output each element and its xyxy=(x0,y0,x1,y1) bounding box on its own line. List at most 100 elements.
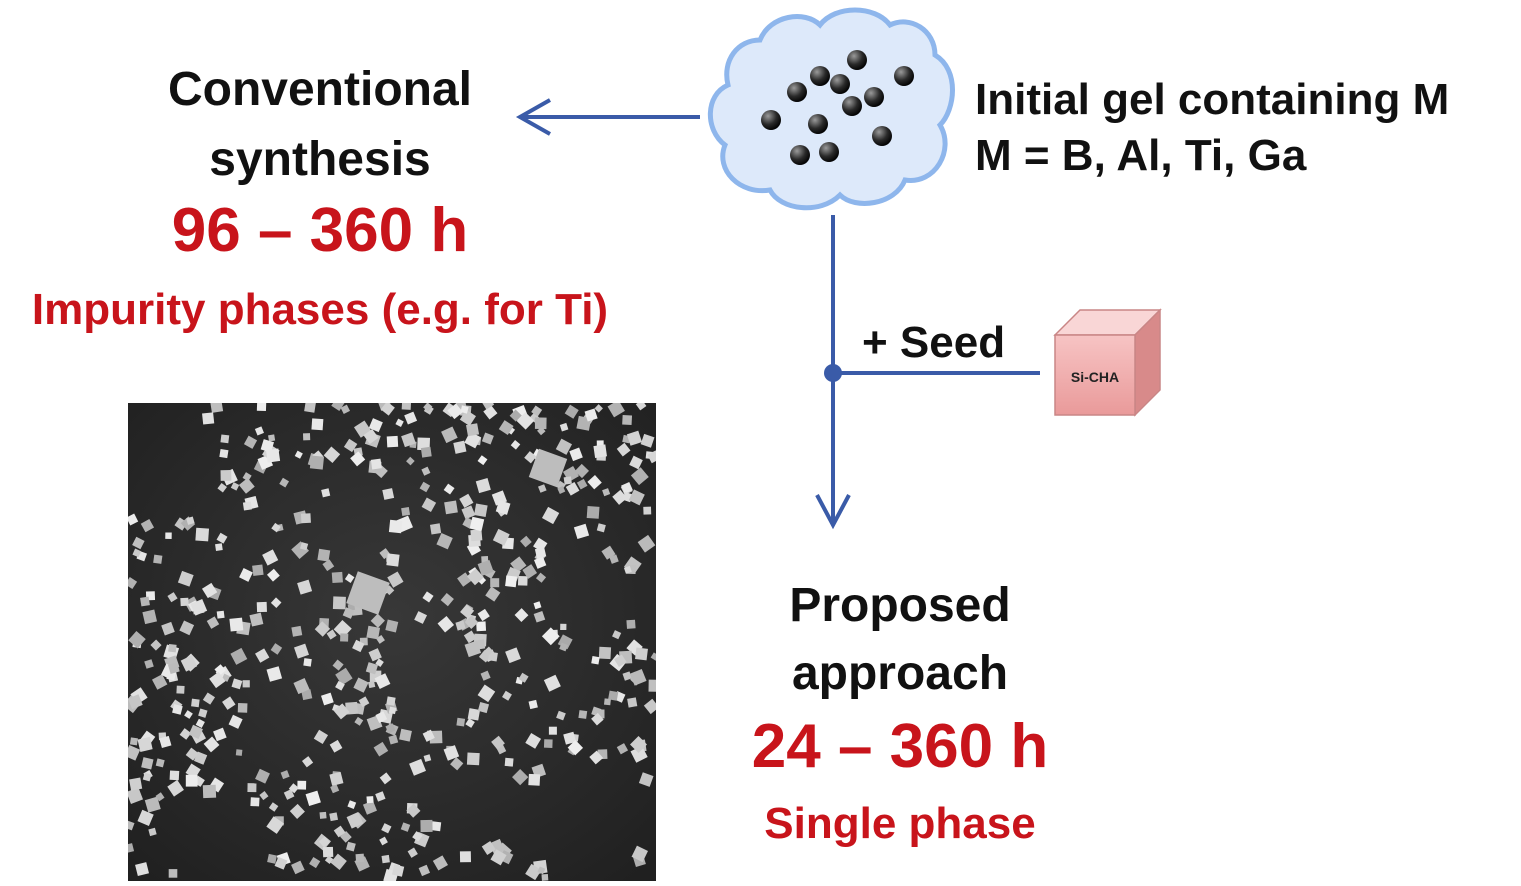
sem-crystal xyxy=(322,846,334,858)
sem-crystal xyxy=(213,727,227,742)
sem-crystal xyxy=(159,735,172,749)
sem-crystal xyxy=(366,796,374,804)
sem-crystal xyxy=(414,611,428,624)
sem-crystal xyxy=(537,866,546,875)
sem-crystal xyxy=(329,771,344,786)
sem-crystal xyxy=(420,819,433,833)
conventional-title-line-1: Conventional xyxy=(167,63,472,116)
sem-crystal xyxy=(404,411,418,425)
sem-crystal xyxy=(466,752,480,766)
cube-label: Si-CHA xyxy=(1071,369,1119,385)
sem-crystal xyxy=(168,869,178,878)
sem-crystal xyxy=(129,737,138,746)
sem-crystal xyxy=(481,403,495,410)
sem-crystal xyxy=(492,528,510,546)
sem-crystal xyxy=(370,613,385,628)
sem-crystal xyxy=(165,532,172,539)
sem-crystal xyxy=(209,671,226,689)
sem-crystal xyxy=(456,717,466,727)
sem-crystal xyxy=(631,845,648,863)
gel-line-1: Initial gel containing M xyxy=(975,75,1450,124)
sem-crystal xyxy=(155,758,165,768)
sem-crystal xyxy=(537,426,546,436)
sem-crystal xyxy=(140,596,150,607)
sem-crystal xyxy=(323,446,341,464)
sem-crystal xyxy=(167,662,180,675)
sem-crystal xyxy=(379,772,392,785)
sem-crystal xyxy=(374,673,391,689)
sem-crystal xyxy=(326,629,337,640)
sem-crystal xyxy=(220,470,232,481)
sem-crystal xyxy=(417,437,431,451)
sem-crystal xyxy=(195,718,205,728)
sem-crystal xyxy=(128,577,138,590)
sem-crystal xyxy=(443,745,460,761)
sem-crystal xyxy=(314,621,331,637)
sem-crystal xyxy=(370,458,382,470)
sem-crystal xyxy=(477,559,494,576)
sem-crystal xyxy=(311,418,324,431)
gel-line-2: M = B, Al, Ti, Ga xyxy=(975,131,1307,180)
proposed-note: Single phase xyxy=(764,799,1036,848)
sem-crystal xyxy=(250,797,260,807)
sem-crystal xyxy=(256,403,267,412)
sem-crystal xyxy=(242,501,252,511)
sem-crystal xyxy=(528,773,541,786)
proposed-time: 24 – 360 h xyxy=(751,712,1049,781)
sem-crystal xyxy=(626,430,642,446)
sem-crystal xyxy=(161,621,175,636)
sem-crystal xyxy=(481,840,496,855)
sem-crystal xyxy=(266,816,285,834)
sem-crystal xyxy=(598,646,612,660)
seed-branch-line xyxy=(824,364,1040,382)
sem-crystal xyxy=(230,482,240,491)
sem-crystal xyxy=(401,507,411,516)
sem-crystal xyxy=(648,679,656,692)
sem-crystal xyxy=(365,662,379,675)
sem-crystal xyxy=(330,784,340,794)
sem-crystal xyxy=(522,564,538,579)
sem-crystal xyxy=(626,619,636,629)
sem-crystal xyxy=(465,718,475,728)
sem-crystal xyxy=(630,736,647,753)
sem-crystal xyxy=(235,749,243,756)
sem-crystal xyxy=(144,796,161,813)
sem-crystal xyxy=(249,612,264,627)
sem-crystal xyxy=(559,642,569,652)
sem-crystal xyxy=(148,827,157,837)
proposed-title-line-2: approach xyxy=(791,647,1009,700)
sem-crystal xyxy=(488,651,498,662)
sem-crystal xyxy=(230,647,248,665)
sem-crystal xyxy=(243,435,258,449)
sem-crystal xyxy=(593,444,607,458)
sem-crystal xyxy=(330,853,347,870)
sem-crystal xyxy=(217,482,227,493)
sem-crystal xyxy=(429,523,442,535)
sem-crystal xyxy=(186,516,195,525)
sem-crystal xyxy=(616,743,629,755)
sem-crystal xyxy=(128,694,143,710)
sem-crystal xyxy=(358,696,370,708)
sem-crystal xyxy=(179,620,195,636)
sem-crystal xyxy=(353,677,369,693)
sem-crystal xyxy=(491,735,505,750)
sem-crystal xyxy=(382,488,395,500)
sem-crystal xyxy=(534,418,546,429)
sem-crystal xyxy=(270,597,282,608)
sem-crystal xyxy=(379,836,388,846)
sem-crystal xyxy=(294,643,309,659)
sem-crystal xyxy=(128,820,135,831)
sem-crystal xyxy=(333,619,352,639)
sem-crystal xyxy=(142,772,152,782)
sem-crystal xyxy=(300,542,309,551)
sem-crystal xyxy=(440,592,454,607)
sem-micrograph-image xyxy=(128,403,656,881)
sem-crystal xyxy=(627,697,638,708)
sem-crystal xyxy=(563,731,577,745)
sem-crystal xyxy=(541,506,560,525)
sem-crystal xyxy=(569,447,583,462)
sem-crystal xyxy=(567,739,584,756)
sem-crystal xyxy=(180,597,189,607)
sem-aggregate xyxy=(346,571,390,615)
sem-crystal xyxy=(215,543,223,551)
